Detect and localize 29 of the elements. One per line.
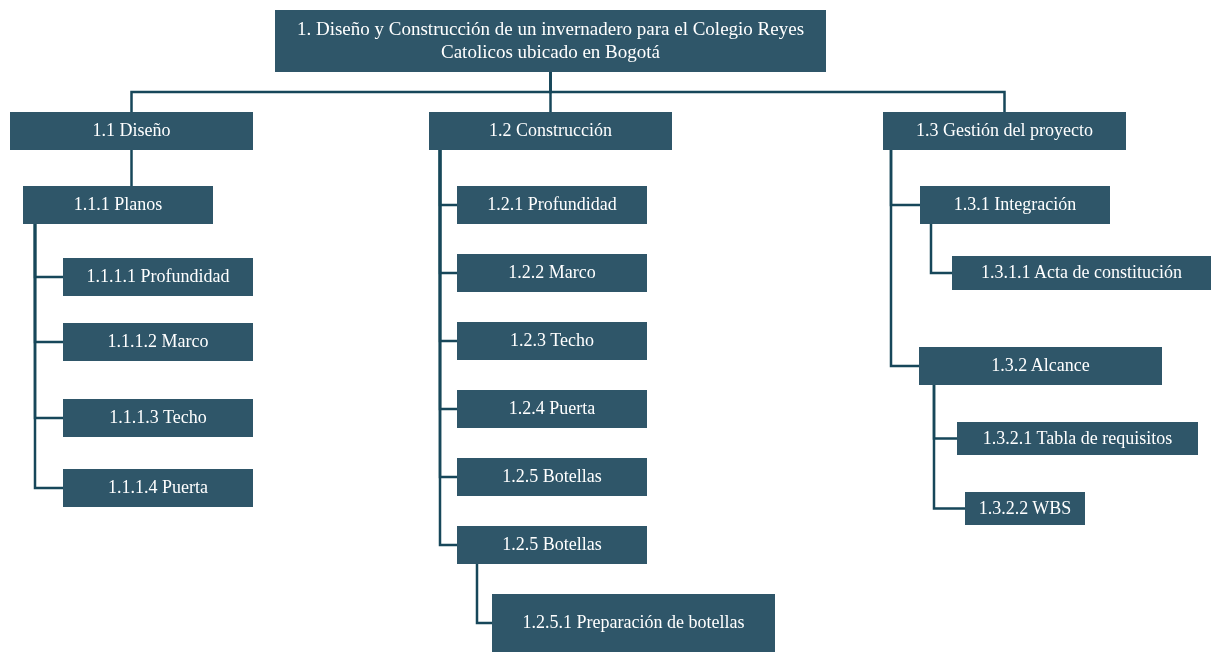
wbs-box: 1.2.5.1 Preparación de botellas <box>492 594 775 652</box>
wbs-box: 1.3.1 Integración <box>920 186 1110 224</box>
wbs-box: 1.2 Construcción <box>429 112 672 150</box>
connector-line <box>475 564 492 625</box>
connector-line <box>33 224 63 490</box>
connector-line <box>929 224 952 275</box>
wbs-box: 1.2.3 Techo <box>457 322 647 360</box>
wbs-box: 1. Diseño y Construcción de un invernadero para el Colegio Reyes Catolicos ubicado en Bogotá <box>275 10 826 72</box>
wbs-box: 1.1 Diseño <box>10 112 253 150</box>
connector-line <box>130 150 133 186</box>
wbs-box: 1.1.1.4 Puerta <box>63 469 253 507</box>
wbs-box: 1.3 Gestión del proyecto <box>883 112 1126 150</box>
wbs-box: 1.2.4 Puerta <box>457 390 647 428</box>
wbs-box: 1.2.5 Botellas <box>457 458 647 496</box>
wbs-box: 1.1.1 Planos <box>23 186 213 224</box>
wbs-box: 1.1.1.3 Techo <box>63 399 253 437</box>
wbs-box: 1.3.2.1 Tabla de requisitos <box>957 422 1198 455</box>
wbs-box: 1.1.1.2 Marco <box>63 323 253 361</box>
wbs-box: 1.2.2 Marco <box>457 254 647 292</box>
wbs-box: 1.3.2 Alcance <box>919 347 1162 385</box>
wbs-box: 1.2.1 Profundidad <box>457 186 647 224</box>
wbs-box: 1.3.1.1 Acta de constitución <box>952 256 1211 290</box>
wbs-box: 1.3.2.2 WBS <box>965 492 1085 525</box>
connector-line <box>549 72 1006 112</box>
wbs-box: 1.1.1.1 Profundidad <box>63 258 253 296</box>
connector-line <box>889 150 919 368</box>
connector-line <box>438 150 457 547</box>
wbs-box: 1.2.5 Botellas <box>457 526 647 564</box>
connector-line <box>932 385 965 510</box>
